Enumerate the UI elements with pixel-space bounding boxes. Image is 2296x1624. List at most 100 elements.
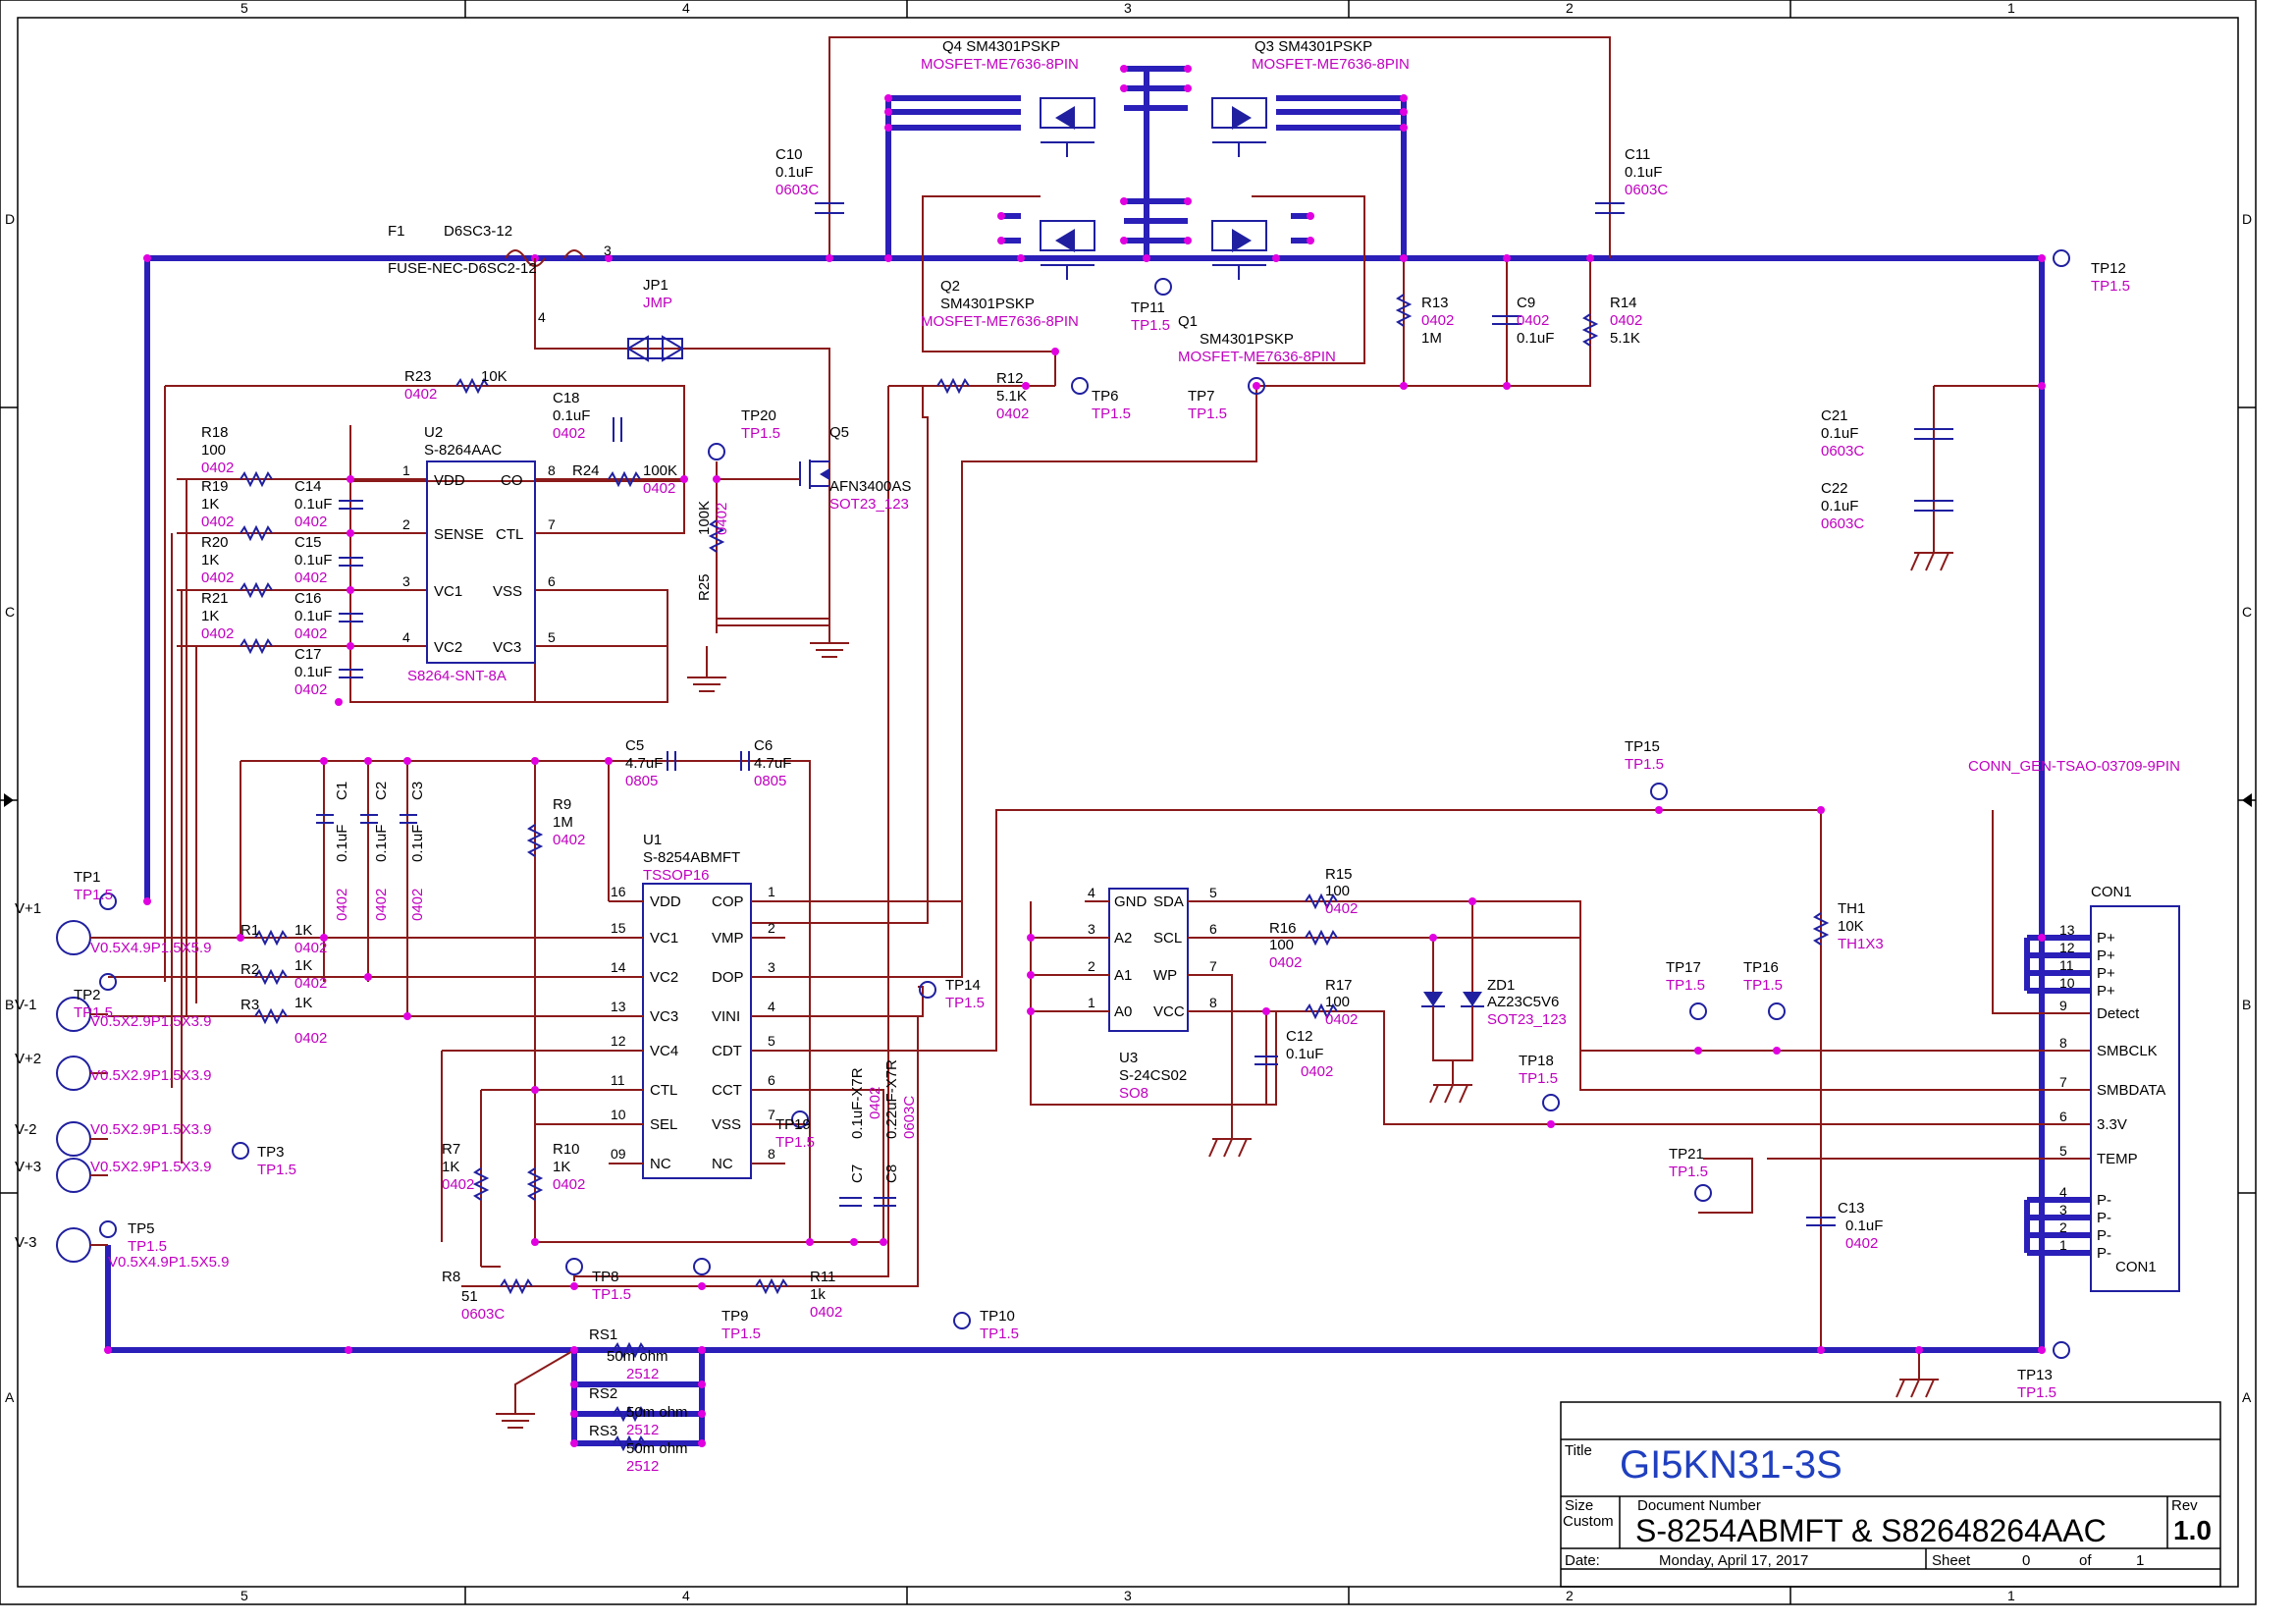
jumper-jp1: JP1 JMP [534, 277, 684, 362]
tp9-footprint: TP1.5 [721, 1326, 761, 1342]
junction-dots [104, 65, 2046, 1447]
c6-value: 4.7uF [754, 755, 791, 772]
pad-vp1-fp: V0.5X4.9P1.5X5.9 [90, 940, 211, 956]
u2-part: S-8264AAC [424, 442, 502, 459]
c7-value: 0.1uF-X7R [849, 1067, 866, 1139]
u1-pin-vdd: VDD [650, 893, 681, 910]
r17-ref: R17 [1325, 977, 1353, 994]
q4-ref-part: Q4 SM4301PSKP [942, 38, 1060, 55]
tp12-marker [2053, 249, 2070, 267]
u1-pin-vc3: VC3 [650, 1008, 678, 1025]
pad-vp1-label: V+1 [15, 900, 41, 917]
u1-pin-vc4: VC4 [650, 1043, 678, 1059]
rs2-value: 50m ohm [626, 1404, 688, 1421]
r9-ref: R9 [553, 796, 571, 813]
c12-footprint: 0402 [1301, 1063, 1333, 1080]
con1-pinnum-1: 1 [2059, 1237, 2067, 1253]
c10-footprint: 0603C [775, 182, 819, 198]
u1-part: S-8254ABMFT [643, 849, 740, 866]
schematic-title: GI5KN31-3S [1620, 1443, 1842, 1487]
r1-ref: R1 [240, 922, 259, 939]
tp3-footprint: TP1.5 [257, 1162, 296, 1178]
size-value: Custom [1563, 1513, 1614, 1530]
r21-footprint: 0402 [201, 625, 234, 642]
u1-pinnum-15: 15 [611, 920, 626, 936]
tp6-ref: TP6 [1092, 388, 1119, 405]
u3-footprint: SO8 [1119, 1085, 1148, 1102]
tp17-marker [1689, 1002, 1707, 1020]
date-value: Monday, April 17, 2017 [1659, 1552, 1808, 1569]
c2-value: 0.1uF [373, 825, 390, 862]
con1-pinnum-2: 2 [2059, 1219, 2067, 1235]
u1-passives: C1 0.1uF 0402 C2 0.1uF 0402 C3 0.1uF 040… [240, 737, 918, 1323]
u1-pinnum-7: 7 [768, 1107, 775, 1122]
of-label: of [2079, 1552, 2092, 1569]
u3-pin-wp: WP [1153, 967, 1177, 984]
c12-value: 0.1uF [1286, 1046, 1323, 1062]
res-r14: R14 0402 5.1K [1581, 295, 1642, 347]
r12-footprint: 0402 [996, 406, 1029, 422]
r8-ref: R8 [442, 1269, 460, 1285]
row-label-b-left: B [5, 997, 14, 1012]
q3-ref-part: Q3 SM4301PSKP [1255, 38, 1372, 55]
c11-ref: C11 [1625, 146, 1650, 163]
c1-footprint: 0402 [334, 889, 350, 921]
rev-label: Rev [2171, 1497, 2198, 1514]
tp21-ref: TP21 [1669, 1146, 1704, 1163]
con1-pin-8-name: SMBCLK [2097, 1043, 2158, 1059]
tp5-footprint: TP1.5 [128, 1238, 167, 1255]
pad-vm2-label: V-2 [15, 1121, 37, 1138]
con1-pin-11-name: P+ [2097, 965, 2115, 982]
c17-footprint: 0402 [294, 681, 327, 698]
c16-ref: C16 [294, 590, 322, 607]
tp16-marker [1768, 1002, 1786, 1020]
u2-pinnum-6: 6 [548, 573, 556, 589]
c21-footprint: 0603C [1821, 443, 1864, 460]
u1-pin-vmp: VMP [712, 930, 744, 947]
tp14-footprint: TP1.5 [945, 995, 985, 1011]
col-label-bottom-1: 1 [2007, 1588, 2015, 1603]
tp17-ref: TP17 [1666, 959, 1701, 976]
col-label-bottom-2: 2 [1566, 1588, 1574, 1603]
row-label-b-right: B [2242, 997, 2251, 1012]
c13-ref: C13 [1838, 1200, 1865, 1217]
tp8-ref: TP8 [592, 1269, 619, 1285]
tp20-footprint: TP1.5 [741, 425, 780, 442]
c22-value: 0.1uF [1821, 498, 1858, 514]
test-points: TP1TP1.5TP2TP1.5TP3TP1.5TP5TP1.5TP6TP1.5… [74, 249, 2130, 1401]
u1-pin-cop: COP [712, 893, 744, 910]
r24-value: 100K [643, 462, 677, 479]
c7-ref: C7 [849, 1164, 866, 1183]
con1-pin-6-name: 3.3V [2097, 1116, 2127, 1133]
u1-pin-cdt: CDT [712, 1043, 742, 1059]
pad-vp2-fp: V0.5X2.9P1.5X3.9 [90, 1067, 211, 1084]
u1-pin-dop: DOP [712, 969, 744, 986]
r3-value: 1K [294, 995, 312, 1011]
c3-value: 0.1uF [409, 825, 426, 862]
row-label-d-right: D [2242, 211, 2252, 227]
tp7-footprint: TP1.5 [1188, 406, 1227, 422]
zd1-value: AZ23C5V6 [1487, 994, 1559, 1010]
u3-pin-a2: A2 [1114, 930, 1132, 947]
c5-ref: C5 [625, 737, 644, 754]
r24-footprint: 0402 [643, 480, 675, 497]
cap-c21: C21 0.1uF 0603C [1821, 407, 1953, 460]
u2-footprint: S8264-SNT-8A [407, 668, 507, 684]
title-block: Title GI5KN31-3S Size Custom Document Nu… [1560, 1401, 2221, 1588]
c22-footprint: 0603C [1821, 515, 1864, 532]
c7-footprint: 0402 [867, 1087, 883, 1119]
u2-pin-ctl: CTL [496, 526, 523, 543]
u1-pinnum-4: 4 [768, 999, 775, 1014]
mosfet-q2: Q2 SM4301PSKP MOSFET-ME7636-8PIN [921, 220, 1095, 330]
r18-ref: R18 [201, 424, 229, 441]
res-r12: R12 5.1K 0402 [936, 370, 1029, 422]
col-label-top-1: 1 [2007, 0, 2015, 16]
tp10-marker [953, 1312, 971, 1329]
tp11-footprint: TP1.5 [1131, 317, 1170, 334]
r19-value: 1K [201, 496, 219, 513]
r2-ref: R2 [240, 961, 259, 978]
zd1-ref: ZD1 [1487, 977, 1515, 994]
u2-pinnum-8: 8 [548, 462, 556, 478]
r18-footprint: 0402 [201, 460, 234, 476]
q2-ref: Q2 [940, 278, 960, 295]
